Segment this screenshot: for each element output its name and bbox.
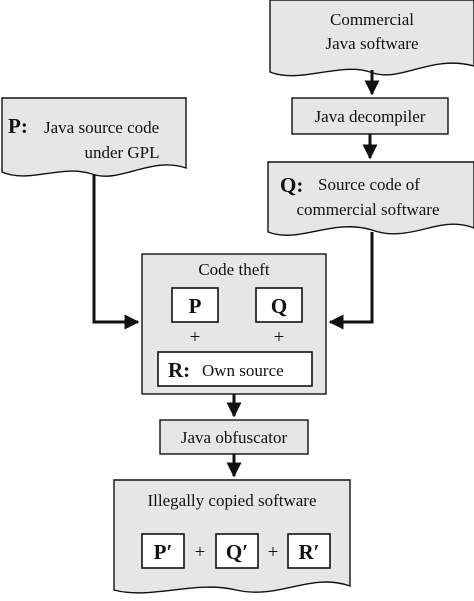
p-source-line1: Java source code <box>44 118 159 137</box>
code-theft-plus-2: + <box>274 327 285 348</box>
code-theft-q-box <box>255 287 303 323</box>
illegal-q-box <box>215 533 259 569</box>
code-theft-title: Code theft <box>198 260 270 279</box>
arrow-p-to-code-theft <box>92 174 140 330</box>
arrow-q-to-code-theft <box>328 232 374 330</box>
obfuscator-label: Java obfuscator <box>181 428 288 447</box>
illegal-title: Illegally copied software <box>148 491 317 510</box>
obfuscator-node: Java obfuscator <box>159 419 309 455</box>
commercial-line1: Commercial <box>330 10 414 29</box>
code-theft-plus-1: + <box>190 327 201 348</box>
illegal-p-box <box>141 533 185 569</box>
illegal-r-box <box>287 533 331 569</box>
q-source-line1: Source code of <box>318 175 420 194</box>
commercial-line2: Java software <box>326 34 419 53</box>
p-source-node: P: Java source code under GPL <box>1 97 187 177</box>
code-theft-q-label: Q <box>271 294 287 318</box>
illegal-software-node: Illegally copied software P′ + Q′ + R′ <box>113 479 351 594</box>
decompiler-node: Java decompiler <box>291 97 449 135</box>
code-theft-node: Code theft P Q + + R: Own source <box>141 253 327 395</box>
illegal-q-label: Q′ <box>226 540 248 564</box>
illegal-plus-1: + <box>195 542 206 563</box>
code-theft-p-box <box>171 287 219 323</box>
commercial-software-node: Commercial Java software <box>269 0 474 77</box>
code-theft-p-label: P <box>189 294 202 318</box>
q-source-prefix: Q: <box>280 173 303 197</box>
code-theft-r-prefix: R: <box>168 358 190 382</box>
p-source-prefix: P: <box>8 114 28 138</box>
q-source-node: Q: Source code of commercial software <box>267 161 474 236</box>
code-theft-r-box <box>157 351 313 387</box>
p-source-line2: under GPL <box>84 143 159 162</box>
code-theft-r-text: Own source <box>202 361 284 380</box>
illegal-plus-2: + <box>268 542 279 563</box>
illegal-p-label: P′ <box>154 540 173 564</box>
q-source-line2: commercial software <box>296 200 439 219</box>
decompiler-label: Java decompiler <box>315 107 426 126</box>
illegal-r-label: R′ <box>298 540 319 564</box>
